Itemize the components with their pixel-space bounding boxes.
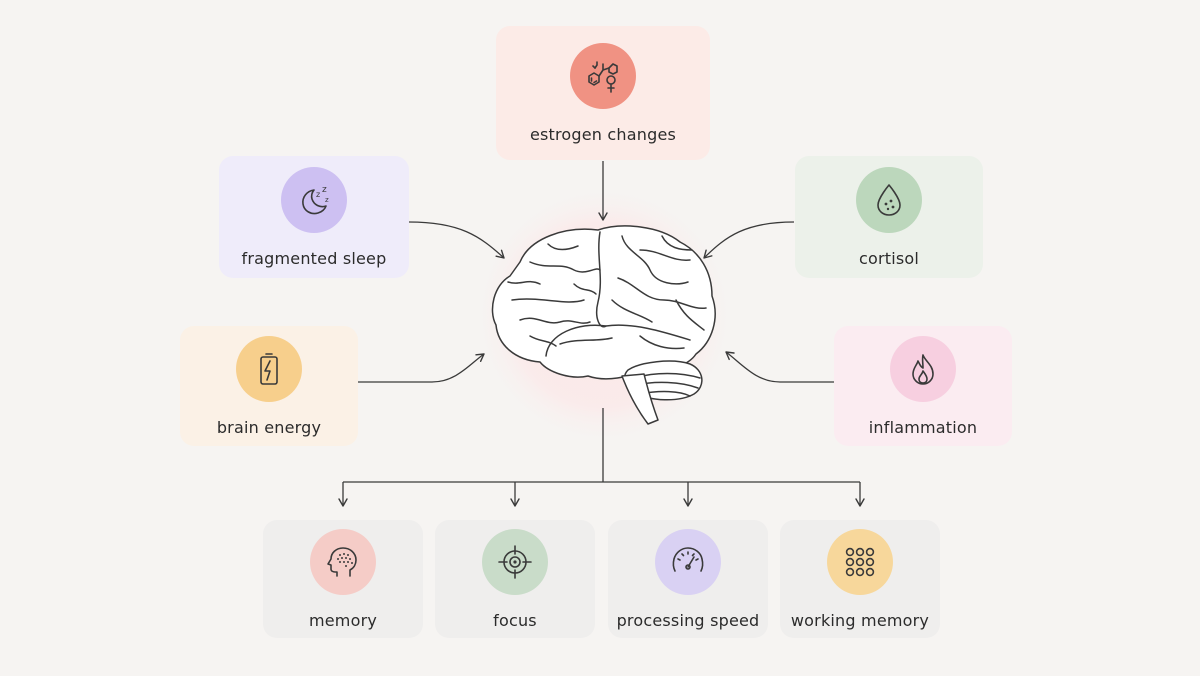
card-inflammation: inflammation bbox=[834, 326, 1012, 446]
inflammation-circle bbox=[890, 335, 956, 402]
estrogen-molecule-icon bbox=[588, 60, 618, 93]
energy-circle bbox=[236, 335, 302, 402]
memory-circle bbox=[310, 528, 376, 595]
battery-bolt-icon bbox=[260, 352, 278, 385]
card-fragmented-sleep: z z z fragmented sleep bbox=[219, 156, 409, 278]
effect-label-memory: memory bbox=[308, 610, 378, 630]
gauge-icon bbox=[672, 546, 704, 572]
cortisol-label: cortisol bbox=[858, 248, 920, 268]
card-processing-speed: processing speed bbox=[608, 520, 768, 638]
arrow-energy bbox=[358, 353, 485, 383]
effect-label-working-memory: working memory bbox=[790, 610, 930, 630]
estrogen-circle bbox=[570, 42, 636, 109]
inflammation-label: inflammation bbox=[868, 417, 978, 437]
svg-text:z: z bbox=[325, 196, 329, 204]
card-brain-energy: brain energy bbox=[180, 326, 358, 446]
focus-circle bbox=[482, 528, 548, 595]
svg-text:z: z bbox=[322, 185, 327, 195]
sleep-circle: z z z bbox=[281, 166, 347, 233]
sleep-label: fragmented sleep bbox=[241, 248, 387, 268]
arrow-inflammation bbox=[725, 351, 834, 383]
drop-icon bbox=[877, 183, 901, 216]
effect-label-processing-speed: processing speed bbox=[616, 610, 760, 630]
card-memory: memory bbox=[263, 520, 423, 638]
energy-label: brain energy bbox=[216, 417, 322, 437]
card-focus: focus bbox=[435, 520, 595, 638]
head-brain-icon bbox=[327, 546, 357, 577]
flame-icon bbox=[912, 353, 934, 385]
svg-text:z: z bbox=[316, 190, 320, 199]
effects-connector bbox=[338, 408, 865, 507]
card-estrogen-changes: estrogen changes bbox=[496, 26, 710, 160]
moon-zzz-icon: z z z bbox=[302, 185, 329, 214]
processing-speed-circle bbox=[655, 528, 721, 595]
cortisol-circle bbox=[856, 166, 922, 233]
card-cortisol: cortisol bbox=[795, 156, 983, 278]
brain-illustration bbox=[491, 225, 716, 425]
arrow-cortisol bbox=[703, 221, 795, 259]
working-memory-circle bbox=[827, 528, 893, 595]
arrow-sleep bbox=[408, 221, 505, 259]
estrogen-label: estrogen changes bbox=[529, 124, 677, 144]
target-icon bbox=[498, 544, 532, 579]
effect-label-focus: focus bbox=[493, 610, 537, 630]
dot-grid-icon bbox=[845, 547, 875, 576]
card-working-memory: working memory bbox=[780, 520, 940, 638]
